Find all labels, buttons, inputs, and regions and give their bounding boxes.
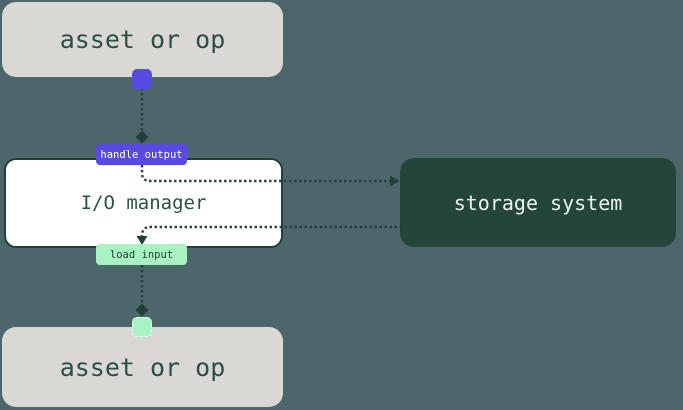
output-edge-diamond-arrowhead-icon	[135, 130, 149, 144]
storage-system-label: storage system	[453, 190, 623, 215]
input-handle-square	[132, 317, 152, 337]
io-manager-node: I/O manager	[4, 158, 283, 248]
asset-or-op-top-node: asset or op	[2, 2, 283, 77]
io-manager-label: I/O manager	[80, 192, 207, 214]
storage-arrowhead-icon	[390, 175, 400, 187]
output-handle-square	[132, 69, 152, 89]
load-input-label: load input	[109, 248, 174, 261]
handle-output-badge: handle output	[96, 144, 187, 165]
storage-system-node: storage system	[400, 158, 676, 247]
asset-or-op-bottom-node: asset or op	[2, 327, 283, 407]
handle-output-label: handle output	[100, 148, 183, 161]
load-input-badge: load input	[96, 244, 187, 265]
asset-or-op-bottom-label: asset or op	[59, 352, 226, 382]
input-edge-diamond-arrowhead-icon	[135, 303, 149, 317]
asset-or-op-top-label: asset or op	[59, 25, 226, 54]
